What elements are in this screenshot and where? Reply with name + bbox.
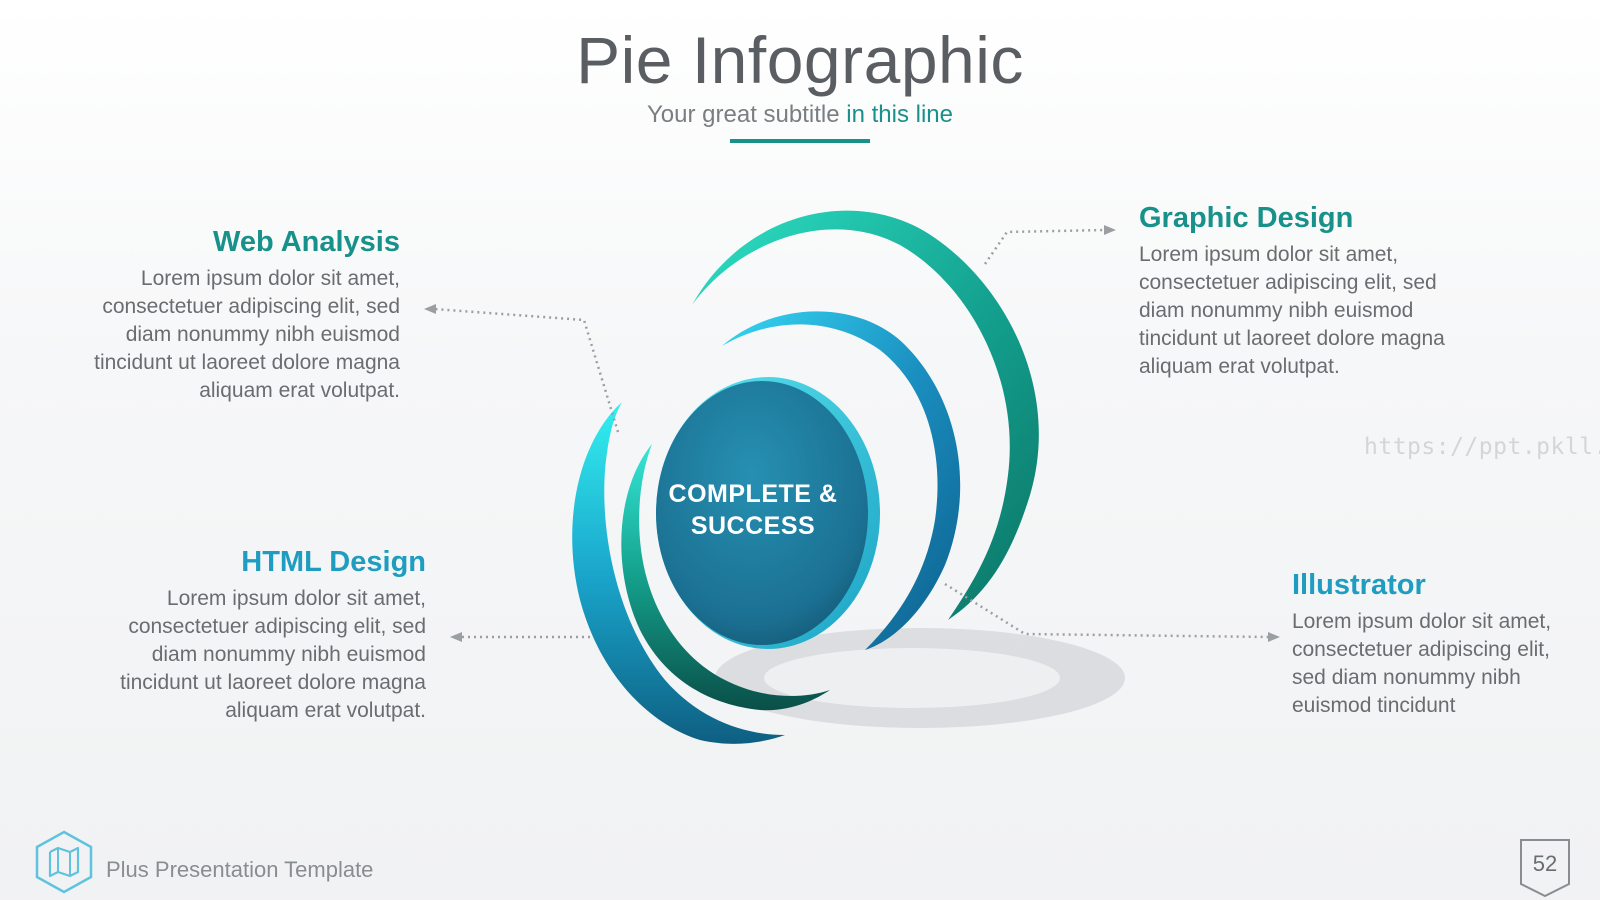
body-line: tincidunt ut laoreet dolore magna <box>120 671 426 694</box>
body-line: Lorem ipsum dolor sit amet, <box>140 267 400 290</box>
connector-web-analysis <box>433 307 620 433</box>
center-label: COMPLETE & SUCCESS <box>653 478 853 542</box>
illustrator-block: Illustrator Lorem ipsum dolor sit amet, … <box>1292 569 1582 720</box>
arc-html-design <box>572 402 785 744</box>
footer-template-name: Plus Presentation Template <box>106 857 374 882</box>
page-number: 52 <box>1532 851 1558 876</box>
title-underline <box>730 139 870 143</box>
body-line: Lorem ipsum dolor sit amet, <box>1139 243 1399 266</box>
center-disc <box>656 381 868 645</box>
body-line: tincidunt ut laoreet dolore magna <box>94 351 400 374</box>
map-icon <box>35 830 93 894</box>
body-line: Lorem ipsum dolor sit amet, <box>166 587 426 610</box>
illustrator-body: Lorem ipsum dolor sit amet, consectetuer… <box>1292 608 1582 720</box>
subtitle-accent: in this line <box>846 101 953 128</box>
body-line: sed diam nonummy nibh <box>1292 666 1521 689</box>
arrowhead-web-analysis <box>424 304 436 314</box>
body-line: consectetuer adipiscing elit, sed <box>128 615 426 638</box>
floor-shadow-inner <box>764 648 1060 708</box>
watermark: https://ppt.pkll.de <box>1364 434 1600 460</box>
slide-subtitle: Your great subtitle in this line <box>0 101 1600 129</box>
arrowhead-graphic-design <box>1104 225 1116 235</box>
html-design-body: Lorem ipsum dolor sit amet, consectetuer… <box>80 585 426 725</box>
body-line: Lorem ipsum dolor sit amet, <box>1292 610 1552 633</box>
body-line: aliquam erat volutpat. <box>225 699 426 722</box>
body-line: consectetuer adipiscing elit, sed <box>102 295 400 318</box>
body-line: diam nonummy nibh euismod <box>1139 299 1414 322</box>
web-analysis-body: Lorem ipsum dolor sit amet, consectetuer… <box>60 265 400 405</box>
body-line: aliquam erat volutpat. <box>199 379 400 402</box>
body-line: consectetuer adipiscing elit, sed <box>1139 271 1437 294</box>
graphic-design-heading: Graphic Design <box>1139 202 1354 234</box>
graphic-design-block: Graphic Design Lorem ipsum dolor sit ame… <box>1139 202 1479 381</box>
connector-graphic-design <box>983 228 1105 265</box>
body-line: euismod tincidunt <box>1292 694 1456 717</box>
graphic-design-body: Lorem ipsum dolor sit amet, consectetuer… <box>1139 241 1479 381</box>
center-label-line1: COMPLETE & <box>668 480 838 508</box>
web-analysis-heading: Web Analysis <box>213 226 400 258</box>
center-label-line2: SUCCESS <box>690 512 816 540</box>
body-line: diam nonummy nibh euismod <box>151 643 426 666</box>
html-design-block: HTML Design Lorem ipsum dolor sit amet, … <box>80 546 426 725</box>
illustrator-heading: Illustrator <box>1292 569 1426 601</box>
body-line: aliquam erat volutpat. <box>1139 355 1340 378</box>
slide-title: Pie Infographic <box>576 23 1024 97</box>
page-number-badge <box>1520 839 1570 898</box>
html-design-heading: HTML Design <box>241 546 426 578</box>
body-line: consectetuer adipiscing elit, <box>1292 638 1550 661</box>
arrowhead-illustrator <box>1268 632 1280 642</box>
web-analysis-block: Web Analysis Lorem ipsum dolor sit amet,… <box>60 226 400 405</box>
subtitle-prefix: Your great subtitle <box>647 101 840 128</box>
body-line: tincidunt ut laoreet dolore magna <box>1139 327 1445 350</box>
arrowhead-html-design <box>450 632 462 642</box>
arc-web-analysis <box>621 444 830 711</box>
connector-illustrator <box>944 582 1269 639</box>
body-line: diam nonummy nibh euismod <box>125 323 400 346</box>
